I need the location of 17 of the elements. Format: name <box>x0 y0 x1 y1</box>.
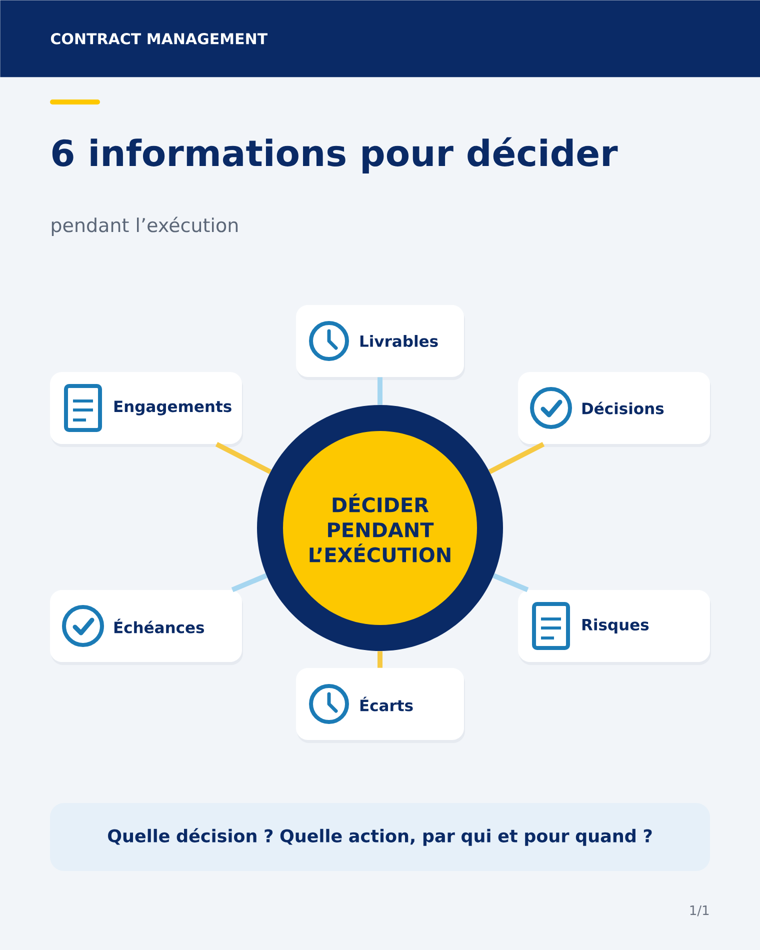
info-card: Livrables <box>296 305 465 380</box>
info-card: Décisions <box>518 372 711 447</box>
connector-line <box>231 573 268 592</box>
question-box: Quelle décision ? Quelle action, par qui et pour quand ? <box>50 803 710 872</box>
info-card: Écarts <box>296 668 465 743</box>
header-band: CONTRACT MANAGEMENT <box>0 0 760 78</box>
info-card: Risques <box>518 590 711 665</box>
connector-line <box>378 377 382 405</box>
page-number: 1/1 <box>690 906 709 916</box>
title: 6 informations pour décider <box>52 137 618 174</box>
connector-line <box>488 442 545 474</box>
connector-line <box>492 573 529 592</box>
subtitle: pendant l’exécution <box>52 216 238 236</box>
info-card: Échéances <box>50 590 243 665</box>
connector-line <box>378 651 382 668</box>
connector-line <box>215 442 272 474</box>
info-card: Engagements <box>50 372 243 447</box>
